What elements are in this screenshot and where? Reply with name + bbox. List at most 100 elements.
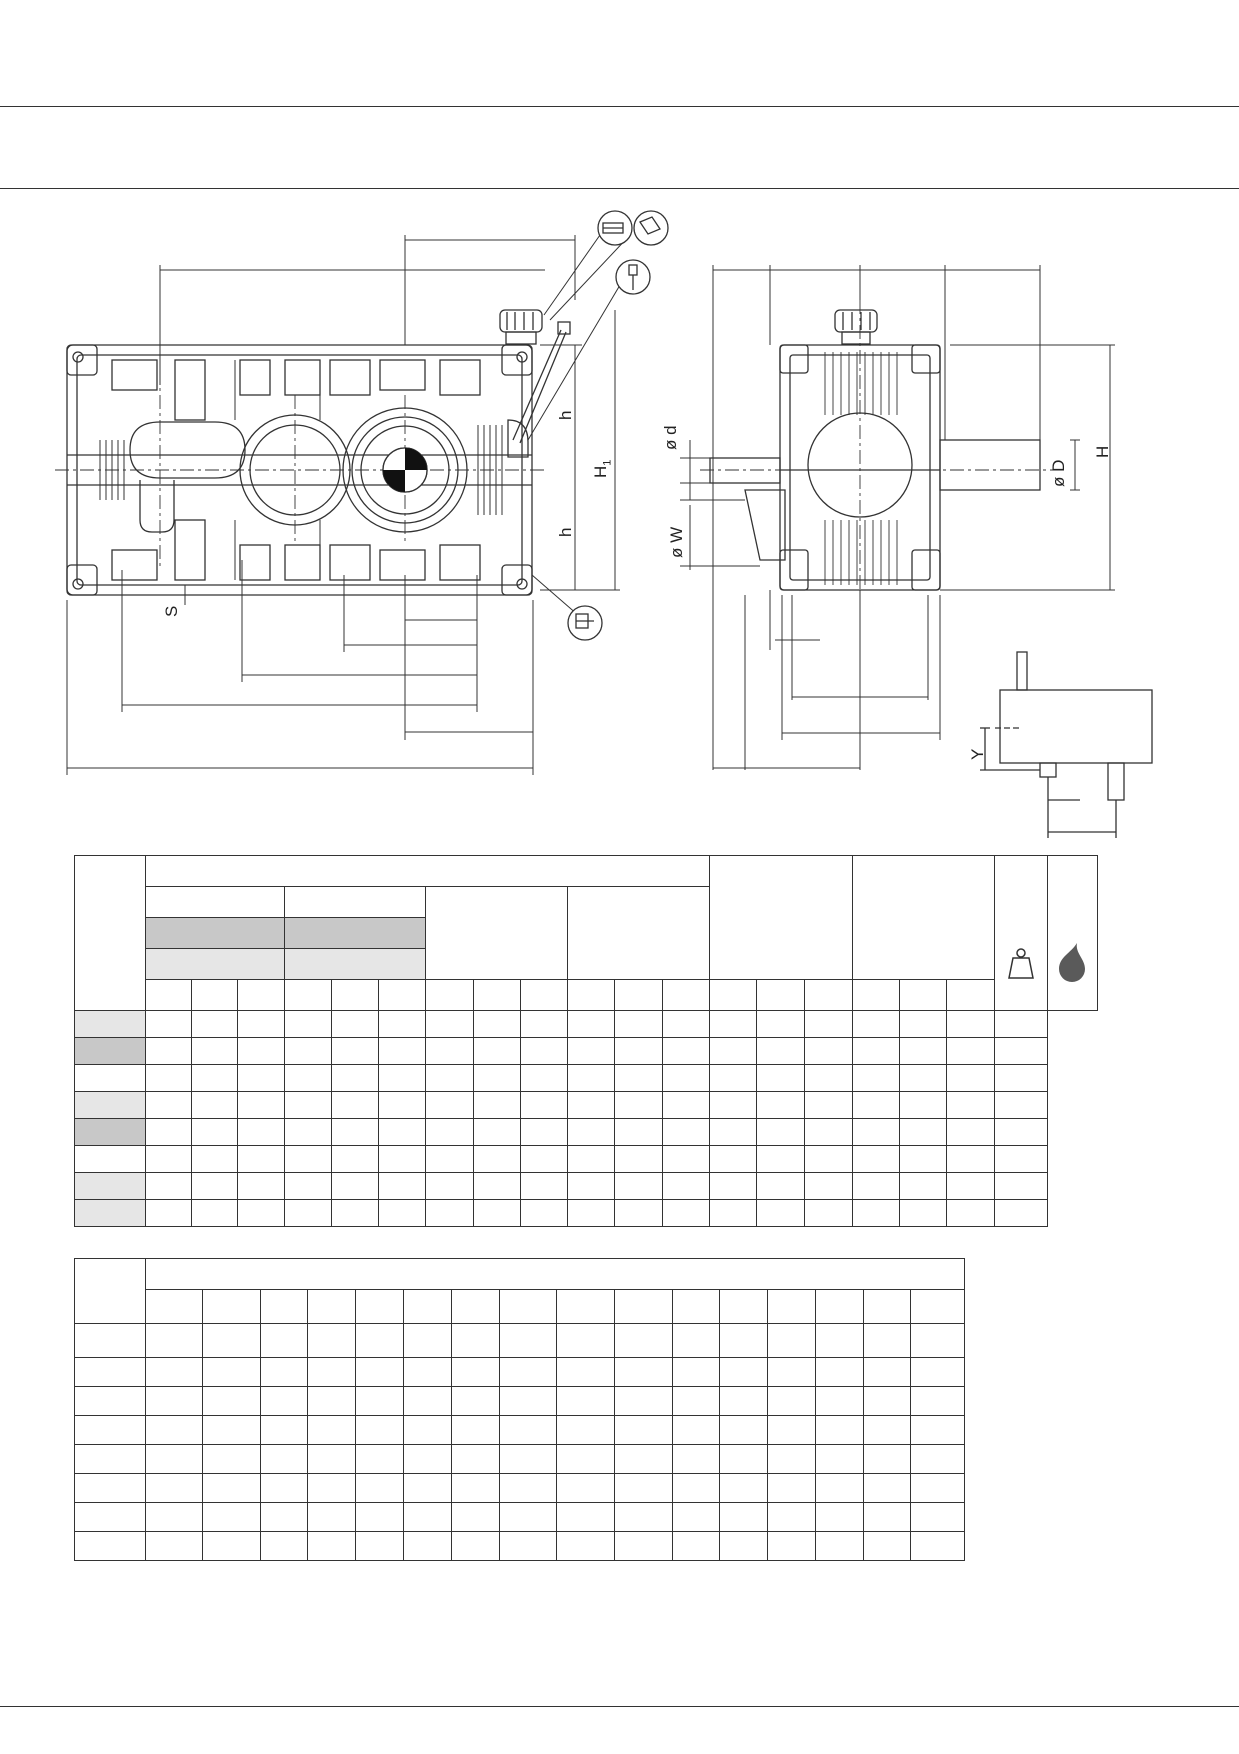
table-cell [899,1118,948,1146]
table-cell [815,1531,864,1561]
subheader-cell [567,979,616,1011]
subheader-cell [899,979,948,1011]
table-cell [863,1323,911,1358]
lower-subheader-cell [260,1289,308,1324]
row-size-cell [73,1118,147,1146]
table-row [74,1386,965,1416]
table-cell [946,1145,995,1173]
table-cell [672,1357,720,1387]
table-cell [403,1386,452,1416]
table-cell [202,1357,261,1387]
table-cell [191,1145,239,1173]
table-cell [424,1010,475,1038]
table-cell [260,1386,308,1416]
table-cell [993,1199,1048,1227]
table-cell [202,1531,261,1561]
table-cell [191,1118,239,1146]
table-cell [672,1502,720,1532]
table-cell [863,1473,911,1503]
table-cell [499,1386,557,1416]
row-size-cell [73,1172,147,1200]
table-cell [993,1118,1048,1146]
dimension-table-main [73,855,1099,1227]
table-cell [403,1323,452,1358]
table-cell [403,1444,452,1474]
table-cell [283,1064,332,1092]
table-cell [556,1357,615,1387]
table-cell [520,1145,569,1173]
table-row [74,1444,965,1474]
table-cell [767,1531,816,1561]
table-cell [614,1323,673,1358]
table-cell [556,1473,615,1503]
table-cell [815,1473,864,1503]
table-cell [145,1323,203,1358]
table-cell [260,1415,308,1445]
table-row [73,1037,1098,1065]
subheader-cell [473,979,522,1011]
table-cell [614,1531,673,1561]
table-cell [202,1502,261,1532]
table-cell [145,1415,203,1445]
table-cell [852,1172,901,1200]
table-cell [283,1091,332,1119]
oil-fill-icon [633,210,669,246]
table-cell [672,1531,720,1561]
table-cell [237,1037,285,1065]
side-view-ribs [824,352,898,585]
table-row [73,1145,1098,1173]
row-size-cell [74,1386,146,1416]
lower-subheader-cell [307,1289,356,1324]
lower-subheader-cell [202,1289,261,1324]
table-cell [145,1037,193,1065]
table-cell [708,1199,757,1227]
table-cell [899,1064,948,1092]
subheader-cell [708,979,757,1011]
table-cell [424,1091,475,1119]
table-cell [755,1145,806,1173]
table-cell [355,1473,404,1503]
table-cell [815,1323,864,1358]
table-cell [520,1010,569,1038]
table-cell [815,1502,864,1532]
table-cell [755,1010,806,1038]
table-cell [424,1037,475,1065]
table-cell [863,1502,911,1532]
header-group-cell [145,855,710,887]
row-size-cell [73,1037,147,1065]
table-cell [283,1010,332,1038]
lower-subheader-cell [451,1289,500,1324]
table-cell [260,1444,308,1474]
table-cell [946,1010,995,1038]
table-cell [719,1473,768,1503]
table-row [74,1415,965,1445]
table-row [74,1473,965,1503]
table-cell [567,1118,616,1146]
table-cell [708,1172,757,1200]
dim-label-h-upper: h [556,410,575,420]
table-cell [614,1473,673,1503]
table-cell [815,1357,864,1387]
table-cell [708,1091,757,1119]
table-cell [260,1473,308,1503]
table-row [74,1531,965,1561]
table-cell [661,1172,710,1200]
table-cell [803,1172,854,1200]
table-cell [237,1199,285,1227]
table-cell [451,1357,500,1387]
table-cell [614,1444,673,1474]
front-view-dimensions [66,235,620,775]
table-cell [202,1386,261,1416]
table-row [74,1357,965,1387]
dim-label-h-lower: h [556,527,575,537]
subheader-cell [424,979,475,1011]
table-cell [946,1064,995,1092]
dim-label-s: S [162,605,181,617]
table-cell [946,1091,995,1119]
table-cell [237,1145,285,1173]
table-cell [330,1145,379,1173]
table-cell [403,1357,452,1387]
table-cell [755,1064,806,1092]
table-cell [145,1386,203,1416]
table-cell [377,1172,426,1200]
